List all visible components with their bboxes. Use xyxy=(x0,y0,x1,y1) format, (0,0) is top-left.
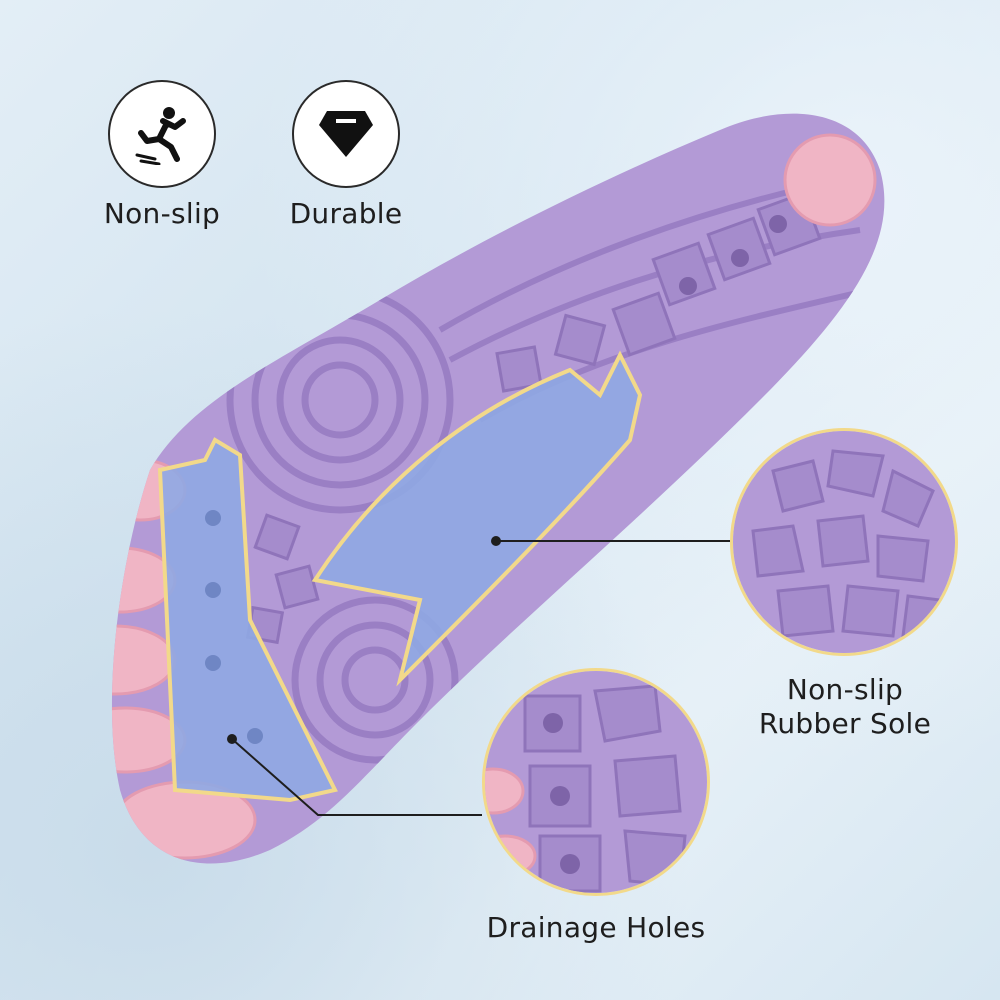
heel-pad xyxy=(783,133,877,227)
sole-callout-line2: Rubber Sole xyxy=(758,707,932,740)
zoom-drainage-holes xyxy=(543,713,580,874)
sole-zoom-circle xyxy=(730,428,958,656)
sole-zoom-texture xyxy=(733,431,955,653)
toe-zone-holes xyxy=(205,510,263,744)
holes-zoom-texture xyxy=(485,671,707,893)
non-slip-badge xyxy=(108,80,216,188)
sole-tread-blocks xyxy=(245,191,822,645)
diamond-icon xyxy=(319,111,373,157)
sole-callout-label: Non-slip Rubber Sole xyxy=(720,673,970,741)
sole-rings-lower xyxy=(291,596,459,764)
mid-zone-highlight xyxy=(315,355,640,680)
toe-zone-highlight xyxy=(160,440,335,800)
mid-zone-outline xyxy=(311,350,643,687)
sole-drainage-holes xyxy=(679,215,787,295)
holes-callout-line xyxy=(231,738,482,816)
slip-person-icon xyxy=(135,107,186,165)
holes-zoom-circle xyxy=(482,668,710,896)
durable-label: Durable xyxy=(289,197,403,230)
durable-badge xyxy=(292,80,400,188)
non-slip-label: Non-slip xyxy=(103,197,221,230)
toe-zone-outline xyxy=(157,437,338,803)
holes-callout-label: Drainage Holes xyxy=(486,911,706,944)
sole-callout-line1: Non-slip xyxy=(786,673,904,706)
